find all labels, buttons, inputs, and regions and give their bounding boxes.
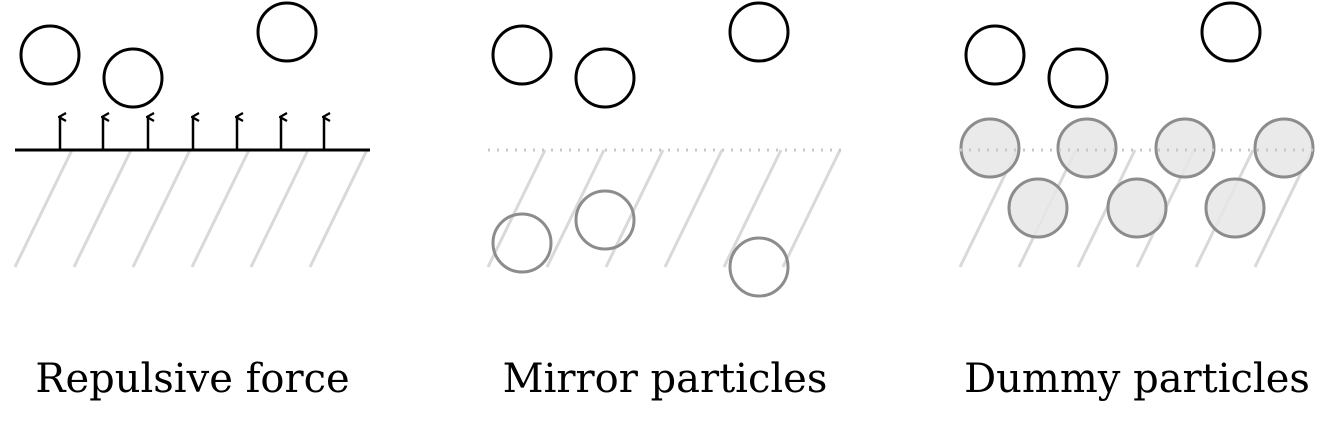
fluid-particle [256,1,318,63]
fluid-particle [728,1,790,63]
mirror-particles [491,189,790,298]
panel-repulsive-force [13,1,370,268]
dummy-particle [1154,117,1216,179]
dummy-particles [959,117,1315,239]
wall-hatching [486,149,842,268]
panel-mirror-particles [486,1,842,298]
wall-hatching [13,149,369,268]
fluid-particle [491,24,553,86]
panel-dummy-particles [958,1,1315,268]
repulsive-force-arrows [60,117,324,150]
dummy-particle [1253,117,1315,179]
fluid-particle [574,47,636,109]
dummy-particle [1007,177,1069,239]
mirror-particle [574,189,636,251]
dummy-particle [1106,177,1168,239]
fluid-particle [1047,47,1109,109]
fluid-particles [491,1,790,109]
dummy-particle [1204,177,1266,239]
caption-mirror-particles: Mirror particles [502,356,828,402]
mirror-particle [491,212,553,274]
caption-dummy-particles: Dummy particles [964,356,1310,402]
fluid-particle [19,24,81,86]
dummy-particle [1056,117,1118,179]
caption-repulsive-force: Repulsive force [35,356,350,402]
fluid-particles [964,1,1262,109]
fluid-particle [102,47,164,109]
fluid-particles [19,1,318,109]
mirror-particle [728,236,790,298]
dummy-particle [959,117,1021,179]
fluid-particle [1200,1,1262,63]
fluid-particle [964,24,1026,86]
